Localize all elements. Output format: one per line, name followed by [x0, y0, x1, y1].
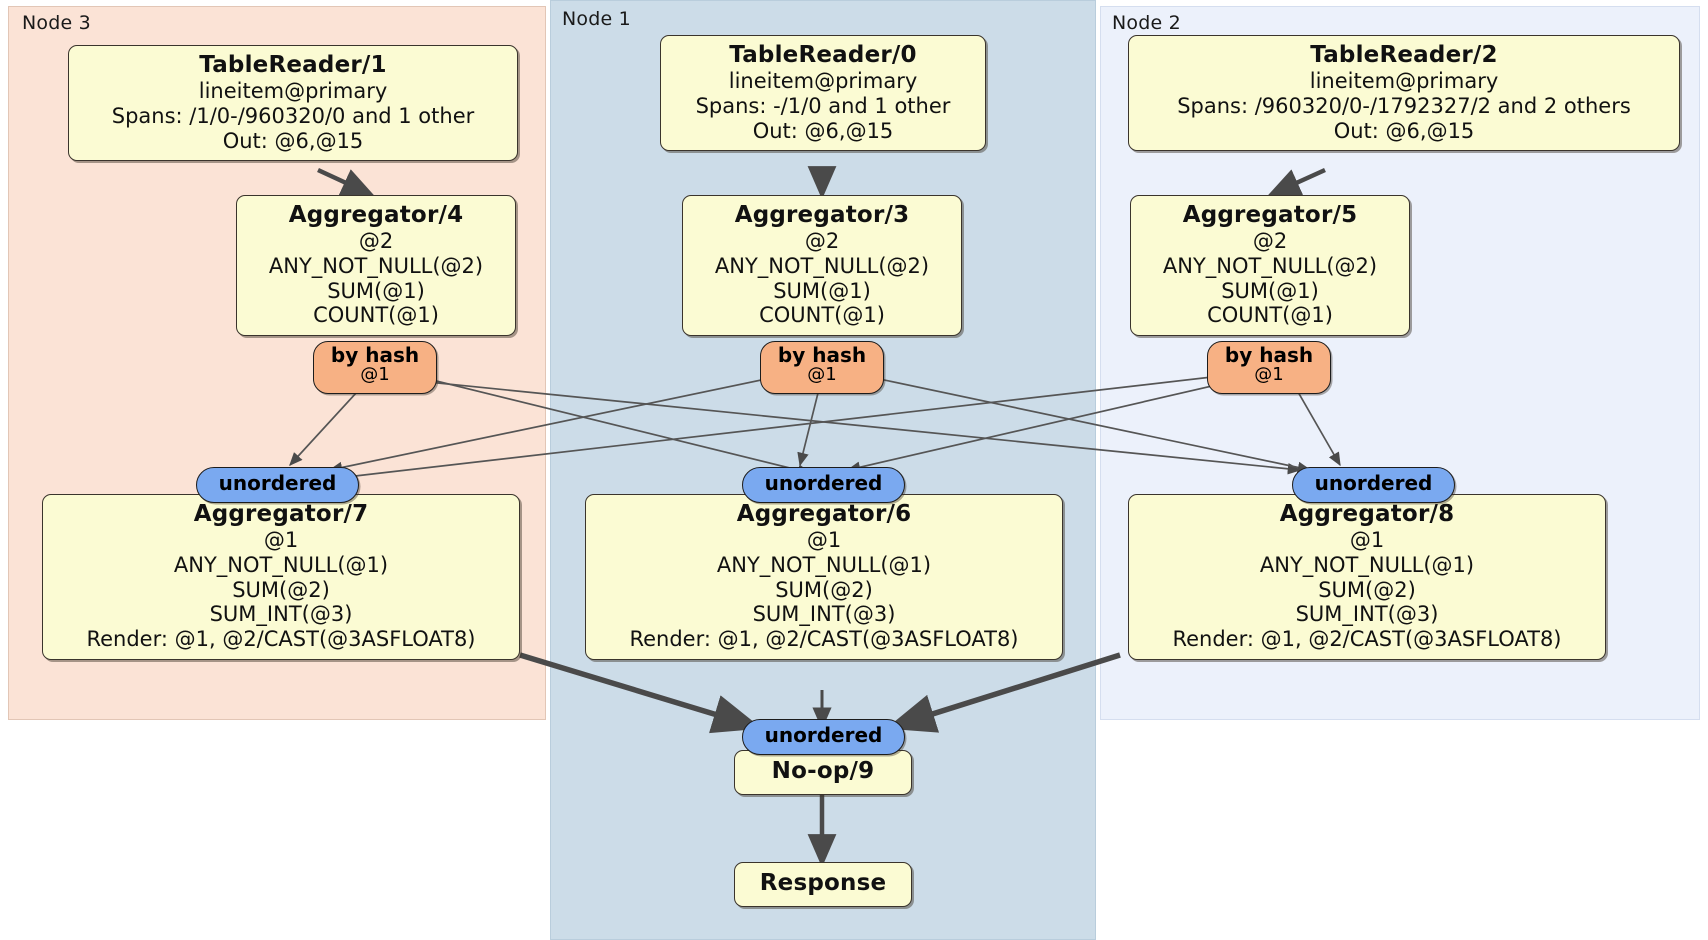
router-unordered-left[interactable]: unordered: [196, 467, 359, 503]
processor-title: Aggregator/5: [1182, 202, 1358, 228]
router-unordered-right[interactable]: unordered: [1292, 467, 1455, 503]
router-key-label: @1: [360, 364, 390, 385]
processor-aggregator6[interactable]: Aggregator/6 @1 ANY_NOT_NULL(@1) SUM(@2)…: [585, 494, 1063, 660]
processor-detail-line: ANY_NOT_NULL(@1): [1259, 552, 1475, 577]
processor-detail-line: ANY_NOT_NULL(@2): [714, 253, 930, 278]
processor-detail-line: SUM(@1): [1221, 278, 1319, 303]
node-label-node1: Node 1: [562, 8, 631, 30]
router-unordered-center[interactable]: unordered: [742, 467, 905, 503]
processor-detail-line: COUNT(@1): [759, 303, 885, 328]
node-label-node3: Node 3: [22, 12, 91, 34]
router-kind-label: unordered: [764, 723, 883, 747]
router-key-label: @1: [1254, 364, 1284, 385]
processor-detail-line: COUNT(@1): [1207, 303, 1333, 328]
processor-detail-line: Out: @6,@15: [752, 118, 894, 143]
processor-detail-line: @1: [1349, 528, 1385, 553]
processor-title: TableReader/2: [1310, 42, 1498, 68]
processor-title: TableReader/0: [729, 42, 917, 68]
processor-aggregator7[interactable]: Aggregator/7 @1 ANY_NOT_NULL(@1) SUM(@2)…: [42, 494, 520, 660]
processor-detail-line: SUM(@1): [773, 278, 871, 303]
processor-detail-line: ANY_NOT_NULL(@1): [716, 552, 932, 577]
router-kind-label: by hash: [330, 343, 420, 367]
processor-detail-line: @1: [263, 528, 299, 553]
router-hash-center[interactable]: by hash @1: [760, 341, 884, 394]
processor-detail-line: SUM_INT(@3): [209, 602, 353, 627]
processor-aggregator8[interactable]: Aggregator/8 @1 ANY_NOT_NULL(@1) SUM(@2)…: [1128, 494, 1606, 660]
router-hash-left[interactable]: by hash @1: [313, 341, 437, 394]
processor-detail-line: Spans: /1/0-/960320/0 and 1 other: [111, 103, 475, 128]
processor-title: No-op/9: [771, 758, 875, 784]
processor-detail-line: Spans: /960320/0-/1792327/2 and 2 others: [1177, 93, 1631, 118]
processor-detail-line: Out: @6,@15: [222, 128, 364, 153]
processor-title: Aggregator/6: [736, 501, 912, 527]
processor-title: Aggregator/7: [193, 501, 369, 527]
processor-tablereader0[interactable]: TableReader/0 lineitem@primary Spans: -/…: [660, 35, 986, 152]
router-hash-right[interactable]: by hash @1: [1207, 341, 1331, 394]
router-kind-label: by hash: [1224, 343, 1314, 367]
processor-aggregator4[interactable]: Aggregator/4 @2 ANY_NOT_NULL(@2) SUM(@1)…: [236, 195, 516, 337]
processor-tablereader1[interactable]: TableReader/1 lineitem@primary Spans: /1…: [68, 45, 518, 162]
router-kind-label: by hash: [777, 343, 867, 367]
router-key-label: @1: [807, 364, 837, 385]
processor-title: Aggregator/8: [1279, 501, 1455, 527]
processor-detail-line: SUM_INT(@3): [752, 602, 896, 627]
processor-detail-line: ANY_NOT_NULL(@2): [268, 253, 484, 278]
router-kind-label: unordered: [1314, 471, 1433, 495]
processor-title: Aggregator/3: [734, 202, 910, 228]
router-kind-label: unordered: [218, 471, 337, 495]
processor-detail-line: COUNT(@1): [313, 303, 439, 328]
processor-tablereader2[interactable]: TableReader/2 lineitem@primary Spans: /9…: [1128, 35, 1680, 152]
processor-detail-line: lineitem@primary: [728, 69, 918, 94]
processor-detail-line: Render: @1, @2/CAST(@3ASFLOAT8): [629, 627, 1019, 652]
processor-detail-line: SUM_INT(@3): [1295, 602, 1439, 627]
processor-detail-line: Out: @6,@15: [1333, 118, 1475, 143]
processor-aggregator3[interactable]: Aggregator/3 @2 ANY_NOT_NULL(@2) SUM(@1)…: [682, 195, 962, 337]
processor-detail-line: SUM(@2): [232, 577, 330, 602]
node-label-node2: Node 2: [1112, 12, 1181, 34]
processor-detail-line: @2: [804, 229, 840, 254]
processor-detail-line: Render: @1, @2/CAST(@3ASFLOAT8): [86, 627, 476, 652]
processor-response[interactable]: Response: [734, 862, 912, 908]
processor-detail-line: ANY_NOT_NULL(@1): [173, 552, 389, 577]
processor-detail-line: SUM(@1): [327, 278, 425, 303]
processor-detail-line: ANY_NOT_NULL(@2): [1162, 253, 1378, 278]
processor-title: Aggregator/4: [288, 202, 464, 228]
processor-title: TableReader/1: [199, 52, 387, 78]
processor-detail-line: @2: [1252, 229, 1288, 254]
processor-detail-line: SUM(@2): [1318, 577, 1416, 602]
processor-detail-line: lineitem@primary: [1309, 69, 1499, 94]
processor-title: Response: [759, 870, 887, 896]
processor-detail-line: @1: [806, 528, 842, 553]
processor-detail-line: lineitem@primary: [198, 79, 388, 104]
processor-noop9[interactable]: No-op/9: [734, 750, 912, 796]
processor-aggregator5[interactable]: Aggregator/5 @2 ANY_NOT_NULL(@2) SUM(@1)…: [1130, 195, 1410, 337]
processor-detail-line: Spans: -/1/0 and 1 other: [695, 93, 951, 118]
processor-detail-line: @2: [358, 229, 394, 254]
router-kind-label: unordered: [764, 471, 883, 495]
router-unordered-final[interactable]: unordered: [742, 719, 905, 755]
processor-detail-line: SUM(@2): [775, 577, 873, 602]
processor-detail-line: Render: @1, @2/CAST(@3ASFLOAT8): [1172, 627, 1562, 652]
